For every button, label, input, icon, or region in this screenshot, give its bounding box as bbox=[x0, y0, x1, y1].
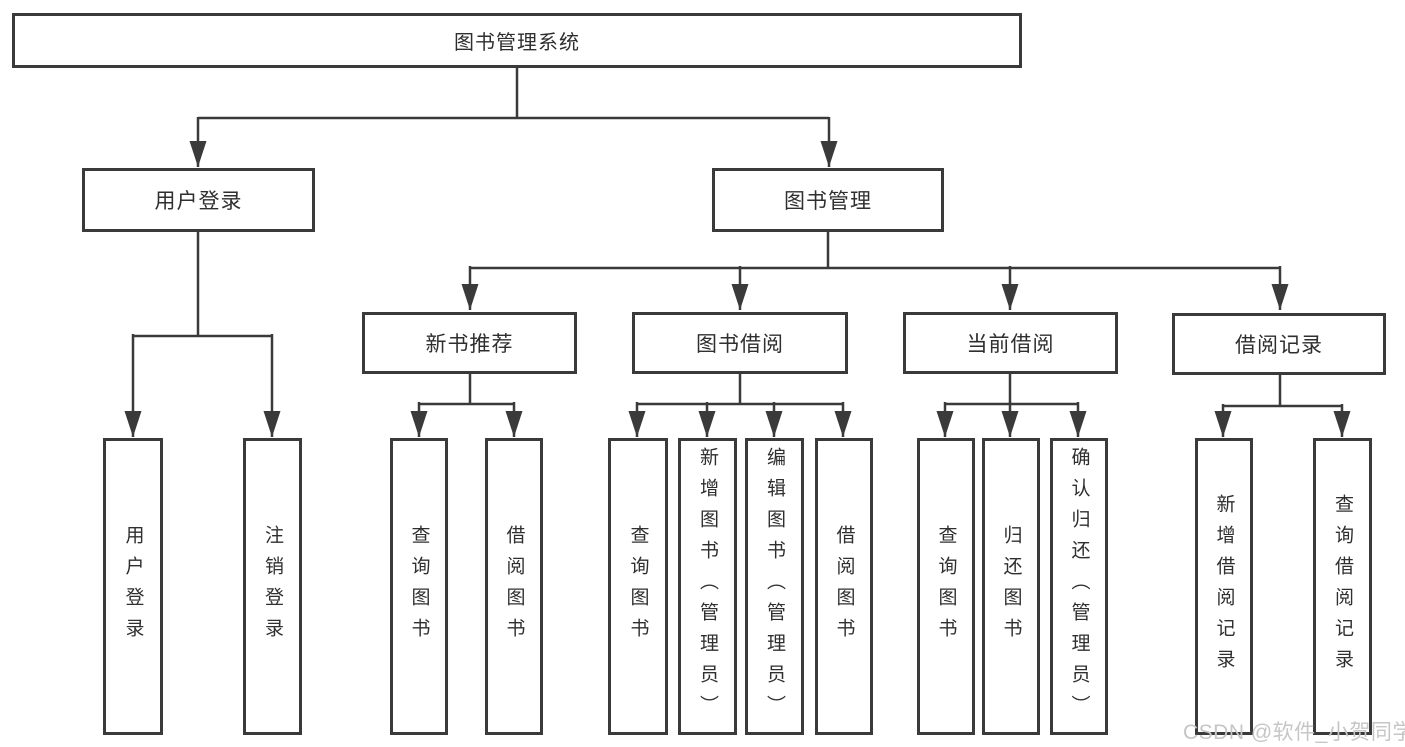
leaf-add-borrow-record: 新增借阅记录 bbox=[1195, 438, 1253, 735]
node-label: 归还图书 bbox=[1000, 524, 1022, 649]
node-label: 查询图书 bbox=[935, 524, 957, 649]
leaf-user-login: 用户登录 bbox=[103, 438, 163, 735]
leaf-edit-book-admin: 编辑图书（管理员） bbox=[745, 438, 804, 735]
node-label: 确认归还（管理员） bbox=[1068, 447, 1090, 726]
node-label: 编辑图书（管理员） bbox=[764, 447, 785, 726]
node-label: 新增借阅记录 bbox=[1213, 493, 1235, 680]
node-label: 用户登录 bbox=[122, 524, 144, 649]
leaf-borrow-books: 借阅图书 bbox=[815, 438, 873, 735]
node-label: 注销登录 bbox=[262, 524, 283, 649]
node-current-borrow: 当前借阅 bbox=[903, 312, 1118, 374]
node-label: 图书借阅 bbox=[696, 333, 784, 356]
node-borrow-records: 借阅记录 bbox=[1172, 313, 1386, 375]
node-label: 借阅图书 bbox=[503, 524, 525, 649]
node-label: 查询图书 bbox=[627, 524, 649, 649]
node-label: 当前借阅 bbox=[966, 333, 1055, 356]
node-book-management: 图书管理 bbox=[712, 168, 944, 232]
leaf-logout-login: 注销登录 bbox=[243, 438, 302, 735]
node-label: 图书管理系统 bbox=[454, 32, 580, 54]
leaf-borrow-books-recommend: 借阅图书 bbox=[485, 438, 543, 735]
node-label: 新增图书（管理员） bbox=[697, 447, 718, 726]
leaf-add-book-admin: 新增图书（管理员） bbox=[678, 438, 737, 735]
leaf-confirm-return-admin: 确认归还（管理员） bbox=[1050, 438, 1108, 735]
node-book-borrow: 图书借阅 bbox=[632, 312, 848, 374]
node-label: 图书管理 bbox=[784, 190, 872, 213]
node-label: 借阅记录 bbox=[1235, 334, 1323, 357]
node-label: 借阅图书 bbox=[833, 524, 855, 649]
leaf-query-books-recommend: 查询图书 bbox=[390, 438, 448, 735]
node-label: 用户登录 bbox=[154, 190, 243, 213]
node-new-book-recommend: 新书推荐 bbox=[362, 312, 577, 374]
csdn-watermark: CSDN @软件_小贺同学 bbox=[1183, 721, 1405, 744]
leaf-query-books-borrow: 查询图书 bbox=[608, 438, 668, 735]
node-user-login: 用户登录 bbox=[82, 168, 315, 232]
leaf-return-book: 归还图书 bbox=[982, 438, 1040, 735]
node-label: 查询图书 bbox=[408, 524, 430, 649]
leaf-query-books-current: 查询图书 bbox=[917, 438, 975, 735]
node-library-management-system: 图书管理系统 bbox=[12, 13, 1022, 68]
leaf-query-borrow-record: 查询借阅记录 bbox=[1313, 438, 1372, 735]
node-label: 新书推荐 bbox=[425, 333, 514, 356]
node-label: 查询借阅记录 bbox=[1332, 493, 1353, 680]
